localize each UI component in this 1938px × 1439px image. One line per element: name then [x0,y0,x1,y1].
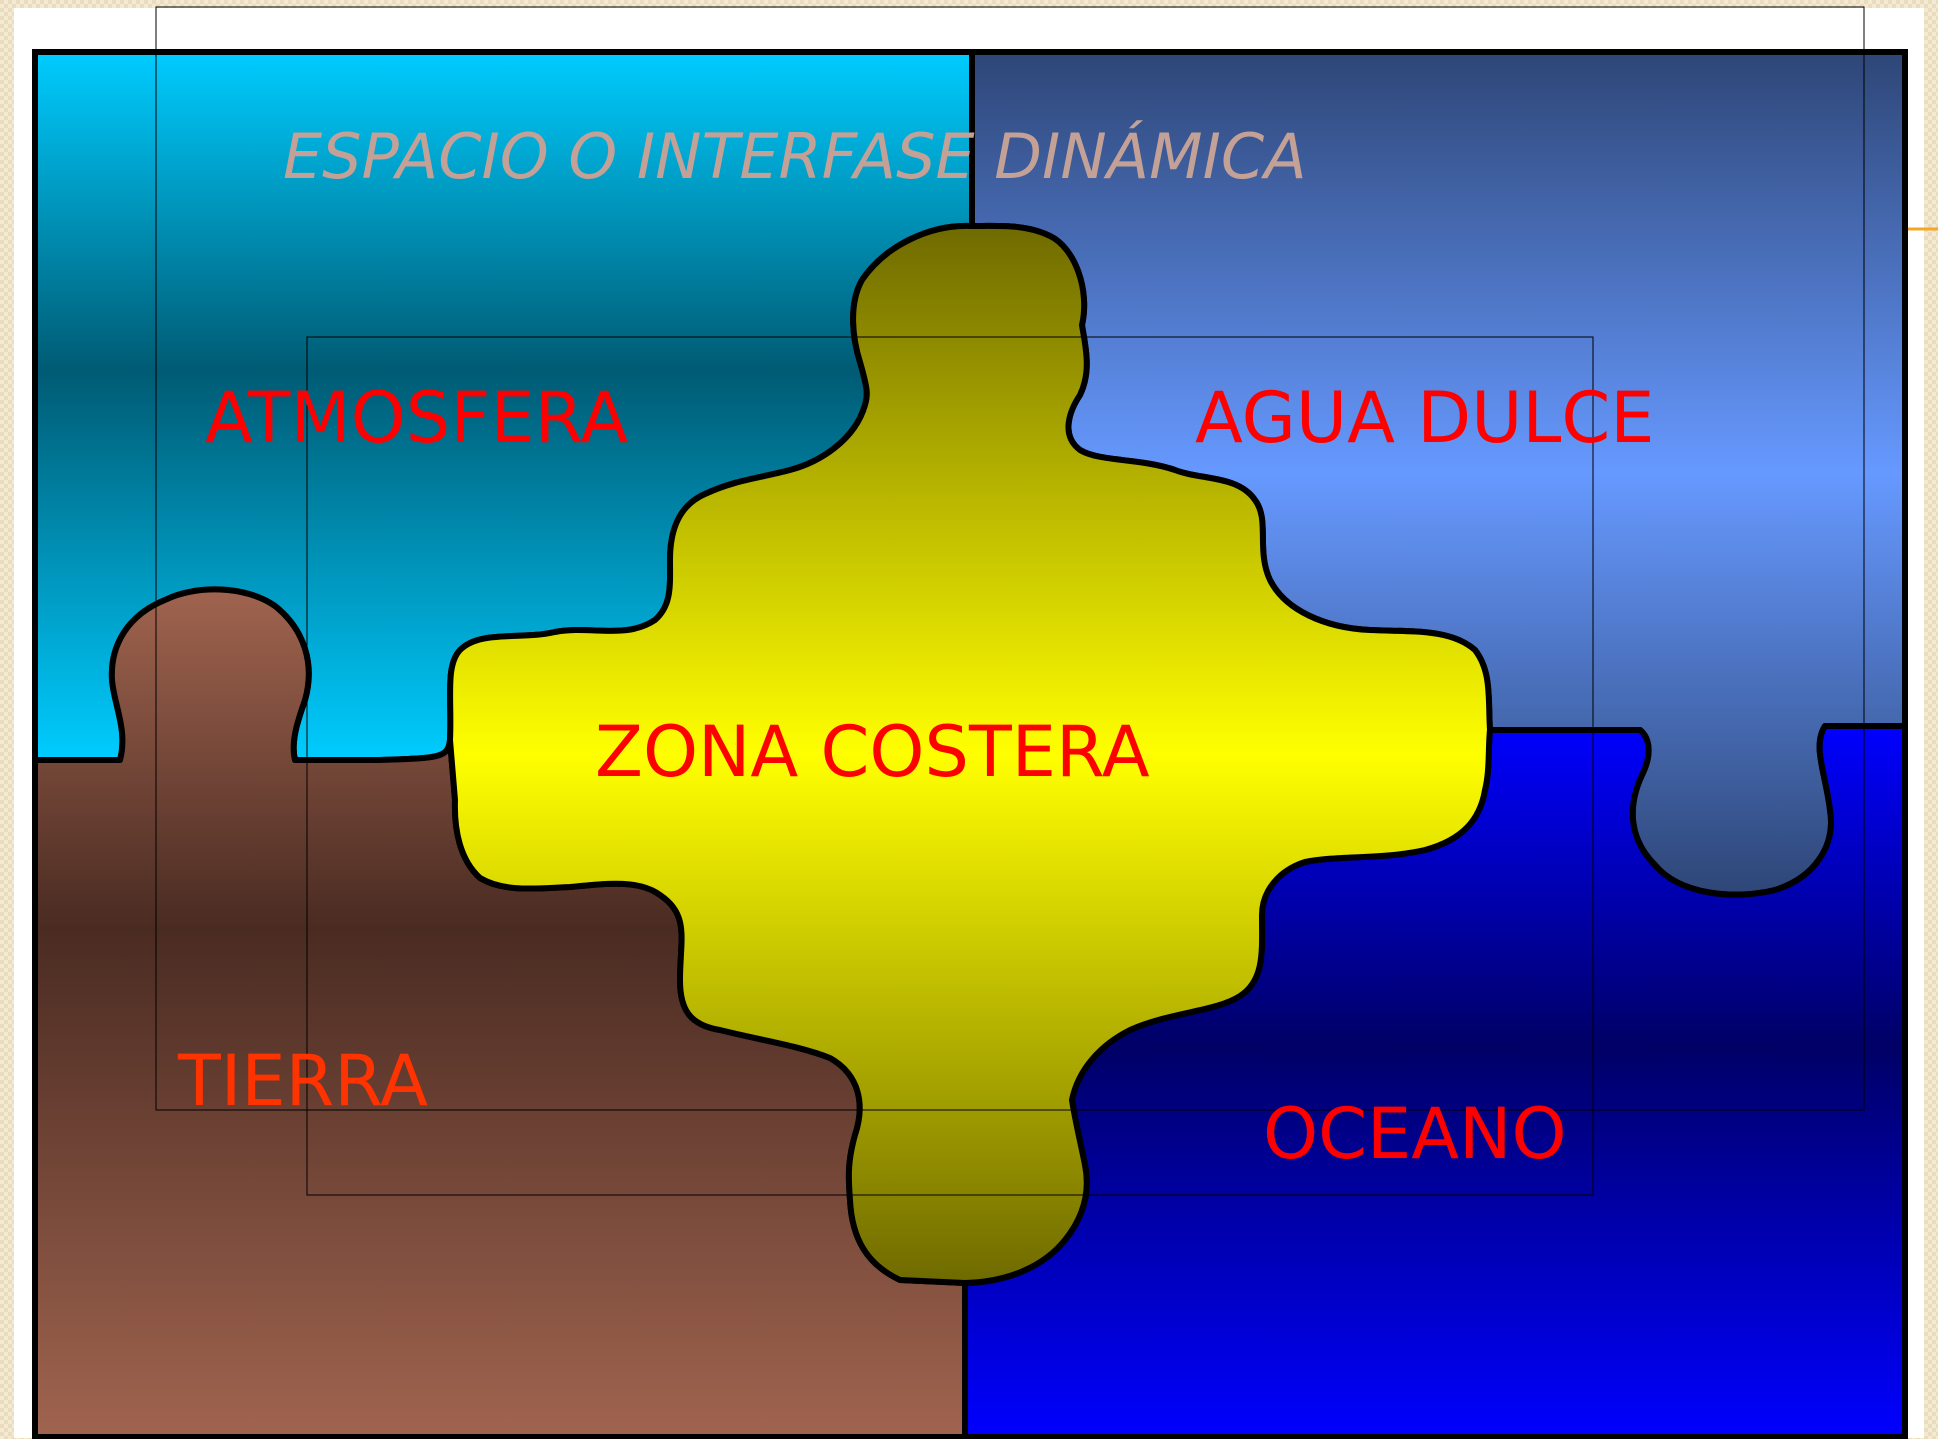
text-placeholder-outline-outer [155,6,1865,1111]
oceano-label: OCEANO [1263,1093,1567,1175]
agua-dulce-label: AGUA DULCE [1195,377,1655,459]
text-placeholder-outline-inner [306,336,1594,1196]
tierra-label: TIERRA [177,1040,428,1122]
puzzle-frame [32,49,1908,1439]
slide-title: ESPACIO O INTERFASE DINÁMICA [283,119,1307,193]
zona-costera-label: ZONA COSTERA [595,711,1150,793]
zona-costera-piece [447,222,1493,1286]
atmosfera-label: ATMOSFERA [205,377,628,459]
